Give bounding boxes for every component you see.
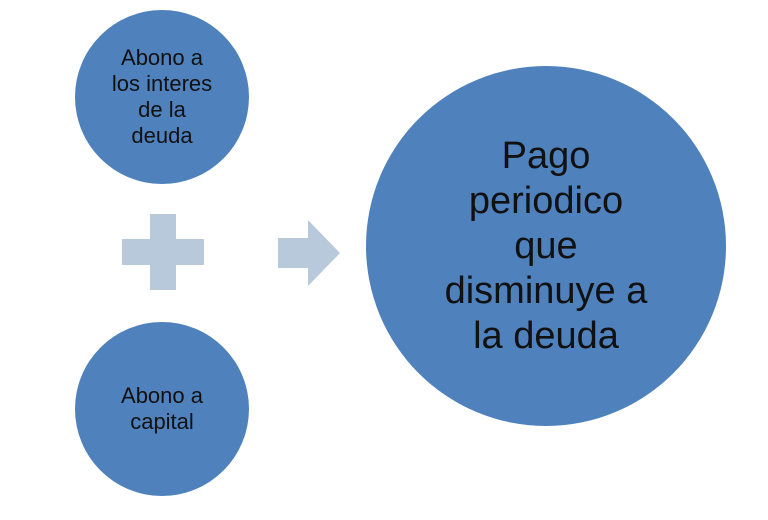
interest-payment-label: Abono a los interes de la deuda — [111, 45, 213, 148]
plus-icon — [122, 214, 204, 290]
periodic-payment-node: Pago periodico que disminuye a la deuda — [366, 66, 726, 426]
arrow-right-icon-shape — [278, 220, 340, 286]
interest-payment-node: Abono a los interes de la deuda — [75, 10, 249, 184]
plus-icon-shape — [122, 214, 204, 290]
capital-payment-node: Abono a capital — [75, 322, 249, 496]
periodic-payment-label: Pago periodico que disminuye a la deuda — [444, 134, 648, 357]
capital-payment-label: Abono a capital — [121, 383, 203, 434]
arrow-right-icon — [278, 220, 340, 286]
